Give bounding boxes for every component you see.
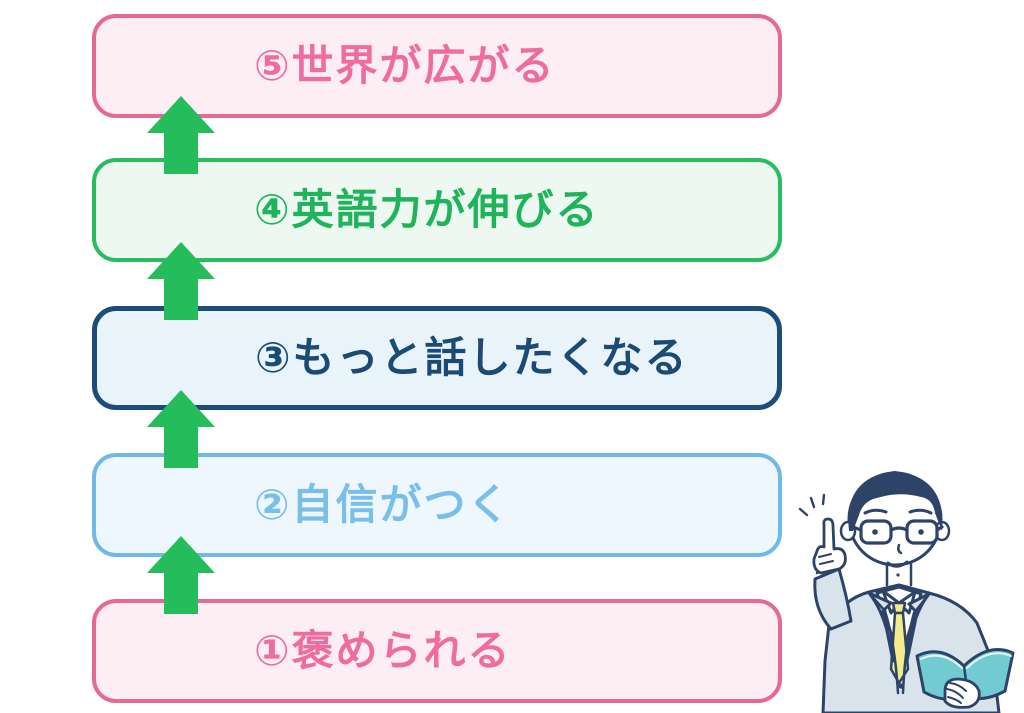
step-label-2: ②自信がつく xyxy=(254,481,512,528)
step-label-5: ⑤世界が広がる xyxy=(254,42,556,89)
hair xyxy=(848,471,943,531)
up-arrow-icon xyxy=(147,390,215,468)
step-box-5: ⑤世界が広がる xyxy=(92,14,782,118)
step-box-2: ②自信がつく xyxy=(92,453,782,557)
up-arrow-icon xyxy=(147,96,215,174)
step-label-1: ①褒められる xyxy=(254,627,512,674)
emphasis-lines xyxy=(798,493,826,517)
step-label-3: ③もっと話したくなる xyxy=(255,334,689,381)
teacher-illustration xyxy=(798,471,1015,713)
book-icon xyxy=(915,648,1015,709)
step-label-4: ④英語力が伸びる xyxy=(254,186,600,233)
up-arrow-icon xyxy=(147,242,215,320)
pointing-hand xyxy=(798,493,853,631)
face xyxy=(839,471,951,577)
step-box-1: ①褒められる xyxy=(92,599,782,703)
step-box-3: ③もっと話したくなる xyxy=(92,306,782,410)
up-arrow-icon xyxy=(147,536,215,614)
step-box-4: ④英語力が伸びる xyxy=(92,158,782,262)
